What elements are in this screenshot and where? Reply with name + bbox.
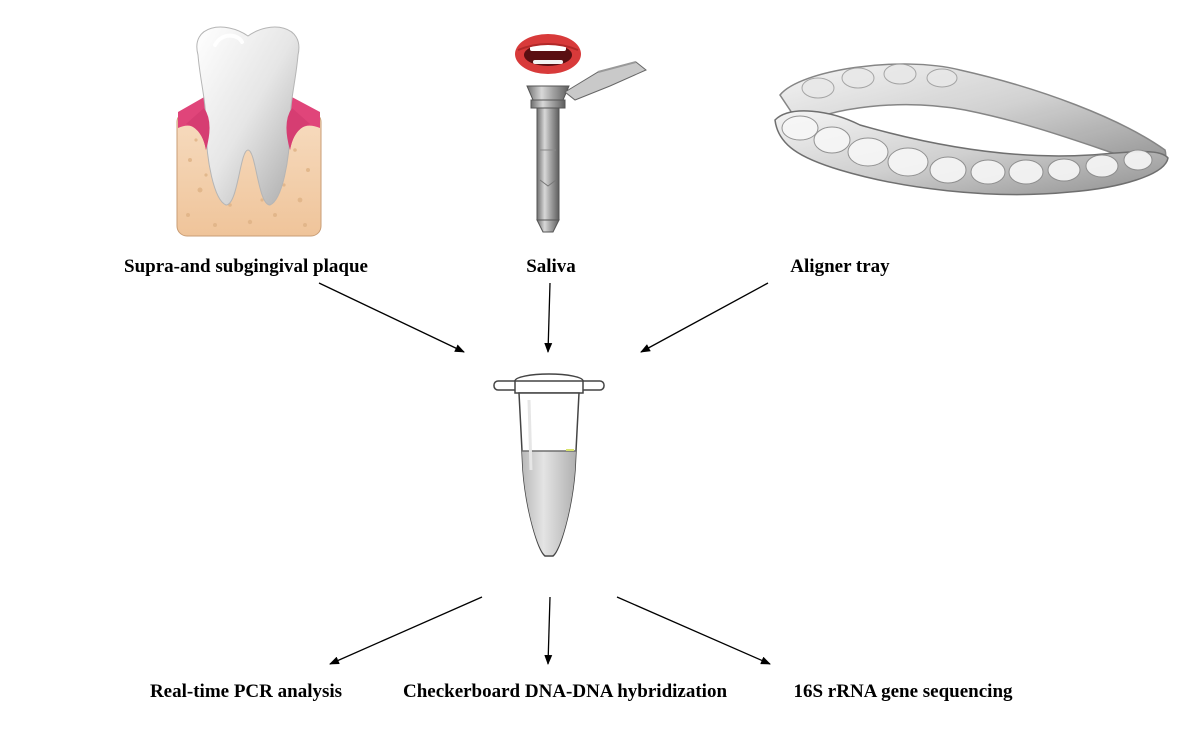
clear-aligner-tray-icon [774,63,1169,196]
arrows [318,282,771,665]
source-label-saliva: Saliva [526,256,576,277]
analysis-label-pcr: Real-time PCR analysis [150,681,342,702]
arrow-tube-to-16s [616,596,771,665]
arrow-tube-to-checkerboard [544,596,553,665]
analysis-label-16s: 16S rRNA gene sequencing [793,681,1013,702]
arrow-aligner-to-tube [640,282,769,353]
tooth-in-gum-icon [176,26,322,237]
arrow-tube-to-pcr [329,596,483,665]
source-label-aligner: Aligner tray [790,256,890,277]
arrow-plaque-to-tube [318,282,465,353]
mouth-icon [515,34,581,74]
saliva-collection-tube-icon [515,34,647,233]
arrow-saliva-to-tube [544,282,553,353]
source-label-plaque: Supra-and subgingival plaque [124,256,368,277]
microcentrifuge-tube-icon [493,373,605,557]
analysis-label-checkerboard: Checkerboard DNA-DNA hybridization [403,681,727,702]
